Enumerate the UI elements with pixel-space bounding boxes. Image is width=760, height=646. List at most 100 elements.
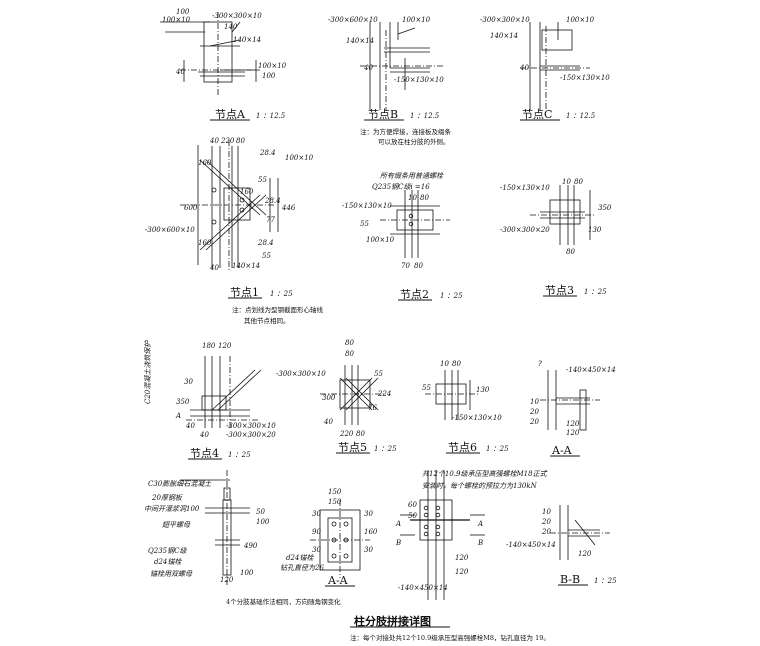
detail-a-label: 100×10 [162,16,191,24]
node-1-label: 140×14 [232,262,260,270]
node-4-label: -300×300×10 [226,422,276,430]
detail-b-label: 40 [363,64,373,72]
section-bb-label: 10 [542,508,551,516]
section-aa-upper-label: ? [538,360,542,368]
base-label: 100 [256,518,270,526]
node-3-label: -300×300×20 [500,226,550,234]
node-5-label: -300×300×10 [276,370,326,378]
node-1-label: 100×10 [285,154,314,162]
node-1-drawing [180,140,279,272]
detail-b-label: 100×10 [402,16,431,24]
detail-a-scale: 1 ：12.5 [256,112,286,120]
node-2-label: Q235钢C级i =16 [372,183,430,191]
node-3-label: 80 [574,178,583,186]
detail-a-label: 140 [224,23,238,31]
node-1-label: 160 [198,159,212,167]
detail-b-title: 节点B [368,108,398,121]
detail-a-drawing [160,12,260,95]
node-1-label: 55 [258,176,267,184]
section-aa-upper-title: A-A [551,444,573,457]
section-aa-lower-label: 150 [328,498,342,506]
node-1-label: 80 [236,137,245,145]
section-aa-upper-drawing [540,370,600,431]
node-5-title: 节点5 [338,441,367,454]
node-3-label: 80 [566,248,575,256]
node-1-label: 40 [209,264,219,272]
node-2-title: 节点2 [400,288,429,301]
detail-c-label: -150×130×10 [560,74,610,82]
node-6-label: -150×130×10 [452,414,502,422]
node-4-label: 120 [218,342,232,350]
section-aa-lower-label: 30 [364,510,373,518]
node-3-label: -150×130×10 [500,184,550,192]
section-aa-lower-drawing [310,500,370,578]
node-3-scale: 1 ：25 [584,288,607,296]
node-5-label: 40 [323,418,333,426]
anchor-note: 4个分肢基础作法相同，方向随角钢变化 [226,597,341,606]
node-1-label: 77 [266,216,275,224]
base-label: d24锚栓 [154,558,182,566]
node-4-label: -300×300×20 [226,431,276,439]
section-aa-lower-label: 160 [364,528,378,536]
node-6-label: 10 [440,360,449,368]
node-2-label: 100×10 [366,236,395,244]
splice-label: 120 [455,554,469,562]
base-label: 翅平螺母 [162,521,191,529]
base-label: 中间开灌浆洞100 [144,505,200,513]
node-4-label: A [175,412,181,420]
base-label: 120 [220,576,234,584]
node-5-label: 300 [322,394,336,402]
section-bb-label: -140×450×14 [506,541,556,549]
node-5-label: 220 [339,430,354,438]
node-1-note: 注：点划线为型钢截面形心轴线 [232,305,324,314]
detail-c-title: 节点C [522,108,552,121]
base-label: 50 [256,508,265,516]
splice-label: 120 [455,568,469,576]
detail-a-label: 100 [262,72,276,80]
splice-label: 50 [408,512,417,520]
node-1-label: -300×600×10 [145,226,195,234]
node-1-title: 节点1 [230,286,259,299]
detail-b-label: -300×600×10 [328,16,378,24]
detail-b-label: -150×130×10 [394,76,444,84]
node-1-label: 160 [240,188,254,196]
node-5-label: 80 [356,430,365,438]
node-2-label: -150×130×10 [342,202,392,210]
node-2-label: 所有缀条用普通螺栓 [380,172,444,180]
node-6-drawing [425,370,478,420]
node-5-label: 224 [377,390,391,398]
node-4-label: 30 [184,378,193,386]
node-6-label: 80 [452,360,461,368]
main-title: 柱分肢拼接详图 [354,614,431,628]
detail-c-label: 40 [519,64,529,72]
splice-label: 共12个10.9级承压型高强螺栓M18正式 [422,470,548,478]
detail-c-label: -300×300×10 [480,16,530,24]
node-5-drawing [320,365,385,425]
splice-label: 安装时，每个螺栓的预拉力为130kN [422,482,538,490]
section-aa-lower-label: 30 [364,546,373,554]
node-1-label: 220 [220,137,235,145]
node-1-scale: 1 ：25 [270,290,293,298]
node-5-label: 80 [345,339,354,347]
detail-a-label: 140×14 [233,36,261,44]
node-3-label: 10 [562,178,571,186]
section-aa-upper-label: 20 [529,408,539,416]
detail-b-drawing [360,22,445,110]
section-bb-drawing [550,505,610,560]
detail-a-label: 100 [176,8,190,16]
node-1-label: 55 [262,252,271,260]
node-1-label: 28.4 [259,149,276,157]
node-2-scale: 1 ：25 [440,292,463,300]
base-label: 锚栓用双螺母 [150,570,193,578]
section-bb-label: 120 [578,550,592,558]
node-2-label: 70 [401,262,410,270]
detail-c-label: 140×14 [490,32,518,40]
base-label: 100 [240,569,254,577]
node-5-scale: 1 ：25 [374,445,397,453]
node-6-scale: 1 ：25 [486,445,509,453]
node-1-label: 40 [209,137,219,145]
section-aa-lower-label: 90 [312,528,321,536]
node-3-title: 节点3 [545,284,574,297]
splice-label: B [395,539,401,547]
node-2-label: 55 [360,220,369,228]
